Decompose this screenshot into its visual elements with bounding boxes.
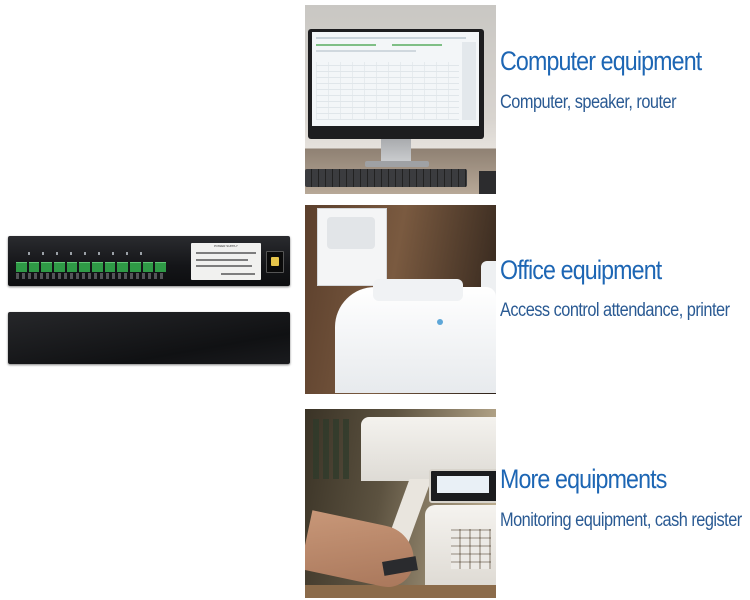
section-subtitle-more: Monitoring equipment, cash register [500, 510, 742, 531]
power-inlet-icon [266, 251, 284, 273]
pin-keypad [451, 529, 491, 569]
section-subtitle-computer: Computer, speaker, router [500, 92, 677, 113]
section-title-office: Office equipment [500, 255, 662, 285]
speaker [479, 171, 496, 194]
monitor-stand [381, 139, 411, 165]
spec-label-sticker: POWER SUPPLY [191, 243, 261, 280]
customer-display [429, 469, 496, 503]
printer-body [335, 287, 496, 393]
more-equipments-photo [305, 409, 496, 598]
status-led-row [28, 252, 148, 255]
terminal-labels [16, 273, 166, 279]
paper-roll [327, 217, 375, 249]
printer-paper-slot [373, 279, 463, 301]
section-subtitle-office: Access control attendance, printer [500, 300, 730, 321]
spec-label-title: POWER SUPPLY [214, 244, 238, 248]
printer-button-icon [437, 319, 443, 325]
section-title-more: More equipments [500, 464, 667, 494]
monitor-screen [312, 32, 479, 126]
power-supply-back-panel: POWER SUPPLY [8, 236, 290, 286]
keyboard [305, 169, 467, 187]
computer-equipment-photo [305, 5, 496, 194]
terminal-block-row [16, 262, 167, 272]
office-equipment-photo [305, 205, 496, 394]
power-supply-top-view [8, 312, 290, 364]
counter-top [305, 585, 496, 598]
background-bottles [313, 419, 353, 479]
monitor-base [365, 161, 429, 167]
section-title-computer: Computer equipment [500, 46, 702, 76]
